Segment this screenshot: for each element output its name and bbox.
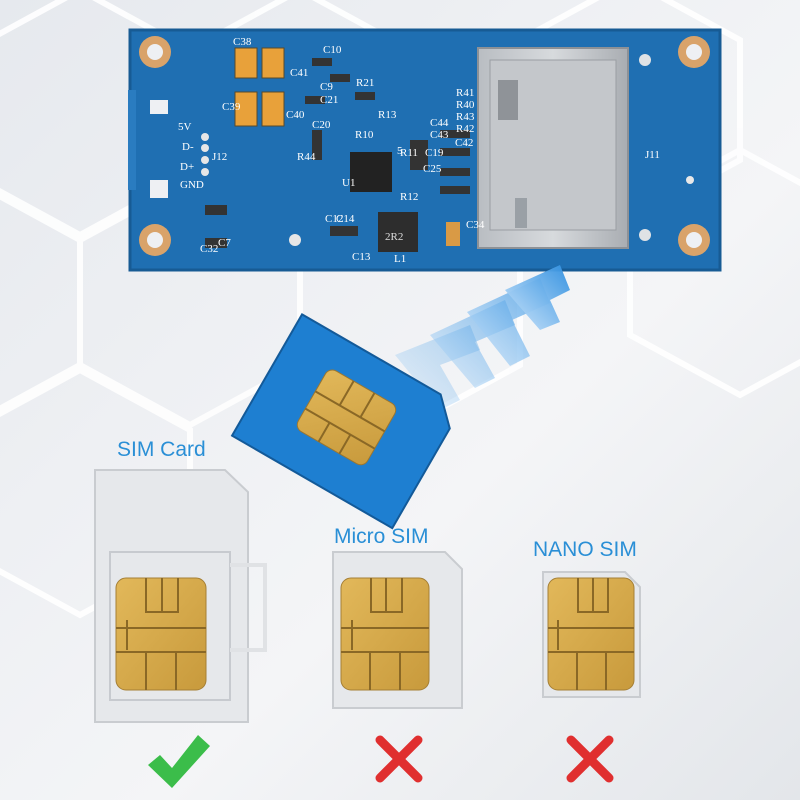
nano-sim-card (542, 571, 641, 698)
silk-c42: C42 (455, 137, 473, 149)
micro-sim-label: Micro SIM (334, 525, 429, 548)
silk-dminus: D- (182, 141, 194, 153)
silk-5v: 5V (178, 121, 192, 133)
silk-c39: C39 (222, 101, 241, 113)
silk-j12: J12 (212, 151, 227, 163)
silk-c10: C10 (323, 44, 342, 56)
silk-c9: C9 (320, 81, 333, 93)
silk-c21: C21 (320, 94, 338, 106)
silk-r44: R44 (297, 151, 316, 163)
silk-r12: R12 (400, 191, 418, 203)
silk-c13: C13 (352, 251, 371, 263)
silk-c25: C25 (423, 163, 442, 175)
standard-sim-card (94, 469, 267, 723)
silk-r11: R11 (400, 147, 418, 159)
silk-c38: C38 (233, 36, 252, 48)
micro-sim-card (332, 551, 463, 709)
mounting-hole-icon (139, 36, 710, 256)
silk-inductor: 2R2 (385, 231, 403, 243)
silk-c40: C40 (286, 109, 305, 121)
silk-c43: C43 (430, 129, 449, 141)
silk-r40: R40 (456, 99, 475, 111)
sim-adapter-board: C10 C38 C41 R21 C9 C21 C39 C40 R13 R10 C… (128, 28, 722, 272)
silk-r42: R42 (456, 123, 474, 135)
components (150, 47, 470, 252)
silk-r43: R43 (456, 111, 475, 123)
silk-c20: C20 (312, 119, 331, 131)
silk-r21: R21 (356, 77, 374, 89)
silk-c7: C7 (218, 237, 231, 249)
cross-icon (566, 735, 614, 783)
silk-u1: U1 (342, 177, 355, 189)
silk-c44: C44 (430, 117, 449, 129)
silk-d1: 5 (397, 145, 403, 157)
silk-c34: C34 (466, 219, 485, 231)
silk-r13: R13 (378, 109, 397, 121)
silk-c41: C41 (290, 67, 308, 79)
sim-card-slot (477, 47, 694, 249)
blue-sim-card (230, 313, 451, 530)
silk-j11: J11 (645, 149, 660, 161)
silk-c12: C12 (325, 213, 343, 225)
check-icon (148, 735, 210, 788)
cross-icon (375, 735, 423, 783)
sim-card-label: SIM Card (117, 438, 206, 461)
silkscreen-labels: C10 C38 C41 R21 C9 C21 C39 C40 R13 R10 C… (178, 36, 660, 265)
silk-c19: C19 (425, 147, 444, 159)
silk-c14: C14 (336, 213, 355, 225)
silk-dplus: D+ (180, 161, 194, 173)
insert-direction-arrow-icon (395, 265, 570, 410)
silk-gnd: GND (180, 179, 204, 191)
silk-r41: R41 (456, 87, 474, 99)
silk-c32: C32 (200, 243, 218, 255)
nano-sim-label: NANO SIM (533, 538, 637, 561)
silk-r10: R10 (355, 129, 374, 141)
silk-l1: L1 (394, 253, 406, 265)
